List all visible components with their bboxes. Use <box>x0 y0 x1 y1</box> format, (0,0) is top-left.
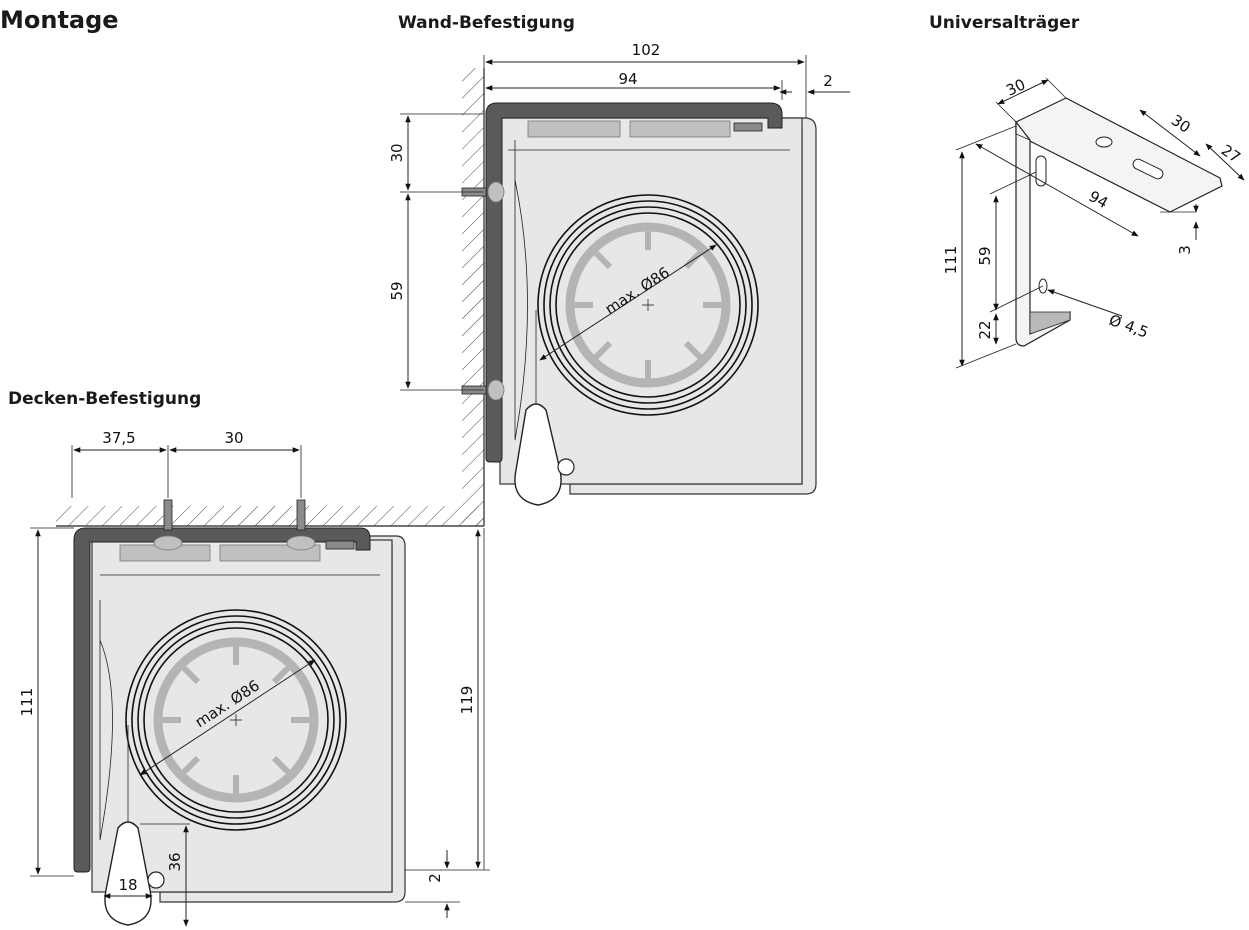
bracket-dim-30a: 30 <box>1003 75 1028 100</box>
page-title: Montage <box>0 6 119 34</box>
ceiling-mount-title: Decken-Befestigung <box>8 389 202 409</box>
wall-dim-59: 59 <box>388 281 406 300</box>
wall-dim-30: 30 <box>388 143 406 162</box>
ceiling-dim-119: 119 <box>458 686 476 715</box>
ceiling-dim-111: 111 <box>18 688 36 717</box>
ceiling-screw-left <box>153 499 183 551</box>
wall-hatch <box>462 68 484 526</box>
wall-mount-drawing: max. Ø86 102 94 2 30 59 <box>388 41 850 526</box>
bracket-dim-22: 22 <box>976 320 994 339</box>
wall-cassette-cover <box>519 117 817 495</box>
ceiling-top-profile <box>73 527 371 873</box>
wall-dim-94: 94 <box>618 70 637 88</box>
wall-dim-102: 102 <box>632 41 661 59</box>
bracket-title: Universalträger <box>929 13 1080 33</box>
bracket-dim-3: 3 <box>1176 245 1194 255</box>
ceiling-dim-2: 2 <box>426 873 444 883</box>
bracket-dim-hole: Ø 4,5 <box>1107 311 1151 342</box>
ceiling-dim-36: 36 <box>166 852 184 871</box>
ceiling-hatch <box>56 506 484 526</box>
ceiling-dim-18: 18 <box>118 876 137 894</box>
wall-pull-weight <box>514 403 562 506</box>
bracket-dim-111: 111 <box>942 246 960 275</box>
wall-dim-2: 2 <box>823 72 833 90</box>
ceiling-dim-37-5: 37,5 <box>102 429 135 447</box>
ceiling-pull-weight <box>104 821 152 926</box>
bracket-dim-59: 59 <box>976 246 994 265</box>
bracket-drawing: 30 30 27 94 3 111 59 22 Ø 4,5 <box>942 75 1245 369</box>
bracket-dim-27: 27 <box>1218 141 1244 167</box>
ceiling-screw-right <box>286 499 316 551</box>
wall-mount-title: Wand-Befestigung <box>398 13 575 33</box>
ceiling-cassette-cover <box>109 535 406 903</box>
wall-top-profile <box>485 102 783 463</box>
ceiling-dim-30: 30 <box>224 429 243 447</box>
ceiling-mount-drawing: max. Ø86 37,5 30 111 119 2 36 18 <box>18 429 490 927</box>
bracket-dim-30b: 30 <box>1168 111 1194 137</box>
bracket-top-plate <box>1015 97 1223 213</box>
